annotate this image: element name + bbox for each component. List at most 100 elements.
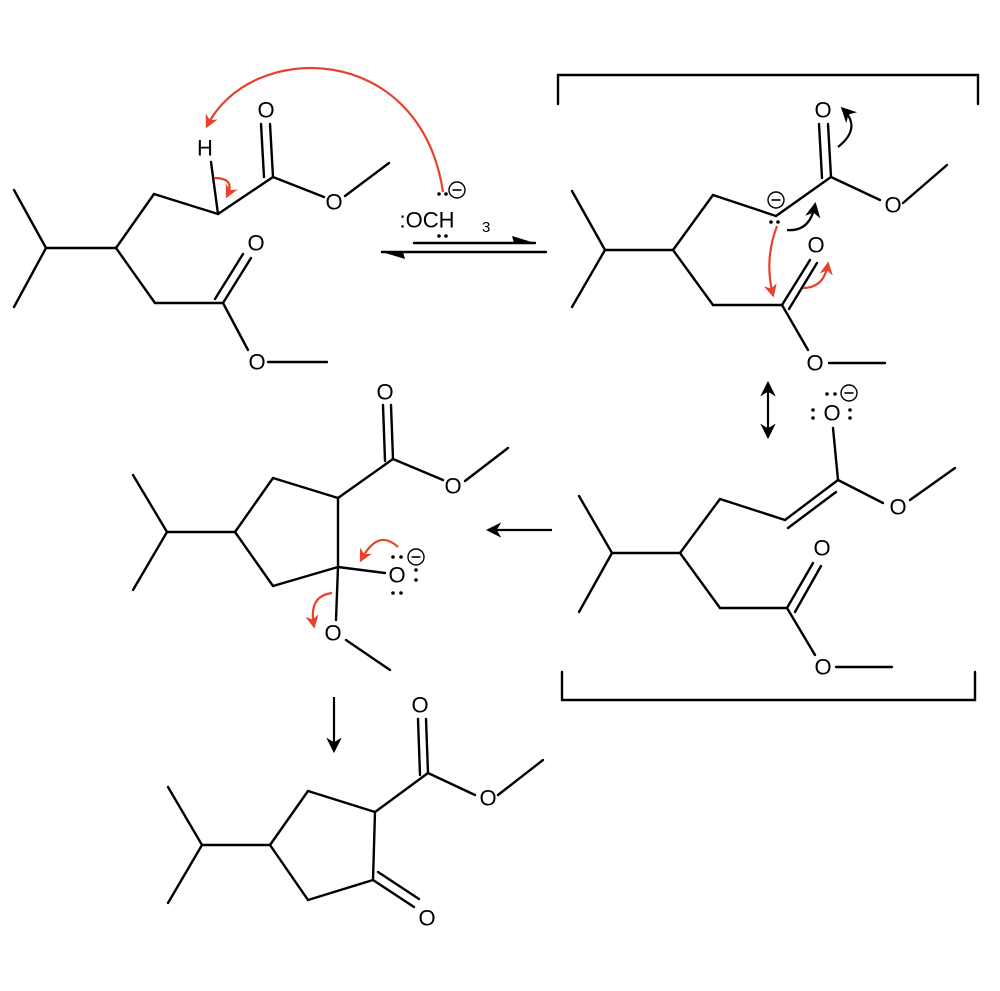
lone-pair-dot bbox=[776, 220, 780, 224]
bond bbox=[424, 717, 430, 775]
beta-keto-ester-product: OOO bbox=[166, 693, 545, 931]
bond bbox=[259, 122, 266, 179]
bond bbox=[343, 161, 391, 198]
bond bbox=[381, 403, 387, 463]
curved-arrow-ch-bond bbox=[213, 176, 238, 199]
bond bbox=[334, 565, 340, 622]
curved-arrow-co-to-o bbox=[837, 106, 858, 148]
oxygen-atom-label: O bbox=[823, 401, 840, 426]
bond bbox=[577, 551, 614, 614]
bond bbox=[780, 258, 812, 307]
bond bbox=[233, 476, 275, 534]
bond bbox=[783, 478, 840, 522]
hydrogen-atom-label: H bbox=[197, 136, 213, 161]
bond bbox=[336, 457, 395, 500]
bond bbox=[787, 261, 819, 311]
oxygen-atom-label: O bbox=[247, 231, 264, 256]
bond bbox=[373, 771, 430, 814]
bond bbox=[831, 426, 840, 482]
curved-arrow-methoxide-to-h bbox=[205, 66, 445, 193]
negative-charge-icon bbox=[767, 191, 785, 209]
curved-arrow-carbonyl-to-o bbox=[802, 261, 833, 290]
bond bbox=[233, 530, 275, 588]
curved-arrow-oxyanion-reform bbox=[359, 538, 399, 563]
negative-charge-icon bbox=[407, 548, 425, 566]
bond bbox=[268, 122, 275, 179]
oxygen-atom-label: O bbox=[418, 906, 435, 931]
bond bbox=[166, 843, 204, 905]
methoxide-subscript: 3 bbox=[482, 219, 490, 236]
bond bbox=[570, 248, 607, 309]
bracket-top bbox=[556, 73, 980, 106]
bond bbox=[901, 163, 949, 205]
lone-pair-dot bbox=[811, 408, 815, 412]
bond bbox=[336, 565, 387, 575]
lone-pair-dot bbox=[848, 408, 852, 412]
lone-pair-dot bbox=[833, 392, 837, 396]
bond bbox=[678, 551, 722, 610]
negative-charge-icon bbox=[840, 384, 858, 402]
bond bbox=[209, 160, 220, 216]
oxygen-atom-label: O bbox=[884, 193, 901, 218]
oxygen-atom-label: O bbox=[807, 233, 824, 258]
methoxide-reagent: :OCH 3 bbox=[400, 192, 490, 238]
bond bbox=[570, 189, 607, 252]
curved-arrow-methoxide-leaving bbox=[305, 591, 333, 629]
bond bbox=[152, 192, 220, 216]
bond bbox=[371, 810, 377, 882]
bond bbox=[671, 193, 715, 252]
curved-arrow-carbanion-to-cc bbox=[786, 201, 821, 232]
bracket-bottom bbox=[560, 670, 977, 702]
bond bbox=[221, 301, 250, 352]
lone-pair-dot bbox=[848, 416, 852, 420]
lone-pair-dot bbox=[391, 591, 395, 595]
bond bbox=[785, 606, 817, 657]
bond bbox=[221, 256, 253, 305]
lone-pair-dot bbox=[391, 555, 395, 559]
bond bbox=[718, 497, 787, 522]
bond bbox=[271, 565, 340, 588]
lone-pair-dot bbox=[399, 555, 403, 559]
bond bbox=[826, 122, 833, 179]
oxygen-atom-label: O bbox=[814, 655, 831, 680]
bond bbox=[426, 771, 477, 797]
bond bbox=[793, 564, 823, 614]
bond bbox=[268, 843, 310, 902]
oxygen-atom-label: O bbox=[806, 351, 823, 376]
lone-pair-dot bbox=[414, 578, 418, 582]
bond bbox=[463, 446, 510, 483]
bond bbox=[780, 303, 810, 352]
oxygen-atom-label: O bbox=[248, 350, 265, 375]
bond bbox=[371, 878, 416, 909]
bond bbox=[166, 785, 204, 847]
oxygen-atom-label: O bbox=[444, 474, 461, 499]
bond bbox=[306, 789, 377, 814]
bond bbox=[114, 192, 156, 250]
oxygen-atom-label: O bbox=[889, 495, 906, 520]
equilibrium-arrow bbox=[380, 236, 548, 259]
bond bbox=[268, 789, 310, 847]
oxygen-atom-label: O bbox=[257, 98, 274, 123]
bond bbox=[131, 530, 169, 592]
negative-charge-icon bbox=[448, 181, 466, 199]
bond bbox=[344, 638, 392, 672]
methoxide-label: :OCH bbox=[400, 208, 455, 233]
bond bbox=[271, 175, 326, 199]
bond bbox=[774, 175, 833, 218]
bond bbox=[12, 188, 48, 250]
bond bbox=[711, 193, 778, 218]
bond bbox=[836, 478, 885, 505]
bond bbox=[131, 473, 169, 534]
curved-arrow-carbanion-attack bbox=[763, 225, 779, 298]
bond bbox=[213, 252, 245, 301]
bond bbox=[496, 758, 545, 797]
bond bbox=[306, 878, 375, 902]
bond bbox=[114, 246, 157, 305]
bond bbox=[391, 457, 445, 482]
oxygen-atom-label: O bbox=[376, 380, 393, 405]
lone-pair-dot bbox=[769, 220, 773, 224]
bond bbox=[271, 476, 340, 500]
